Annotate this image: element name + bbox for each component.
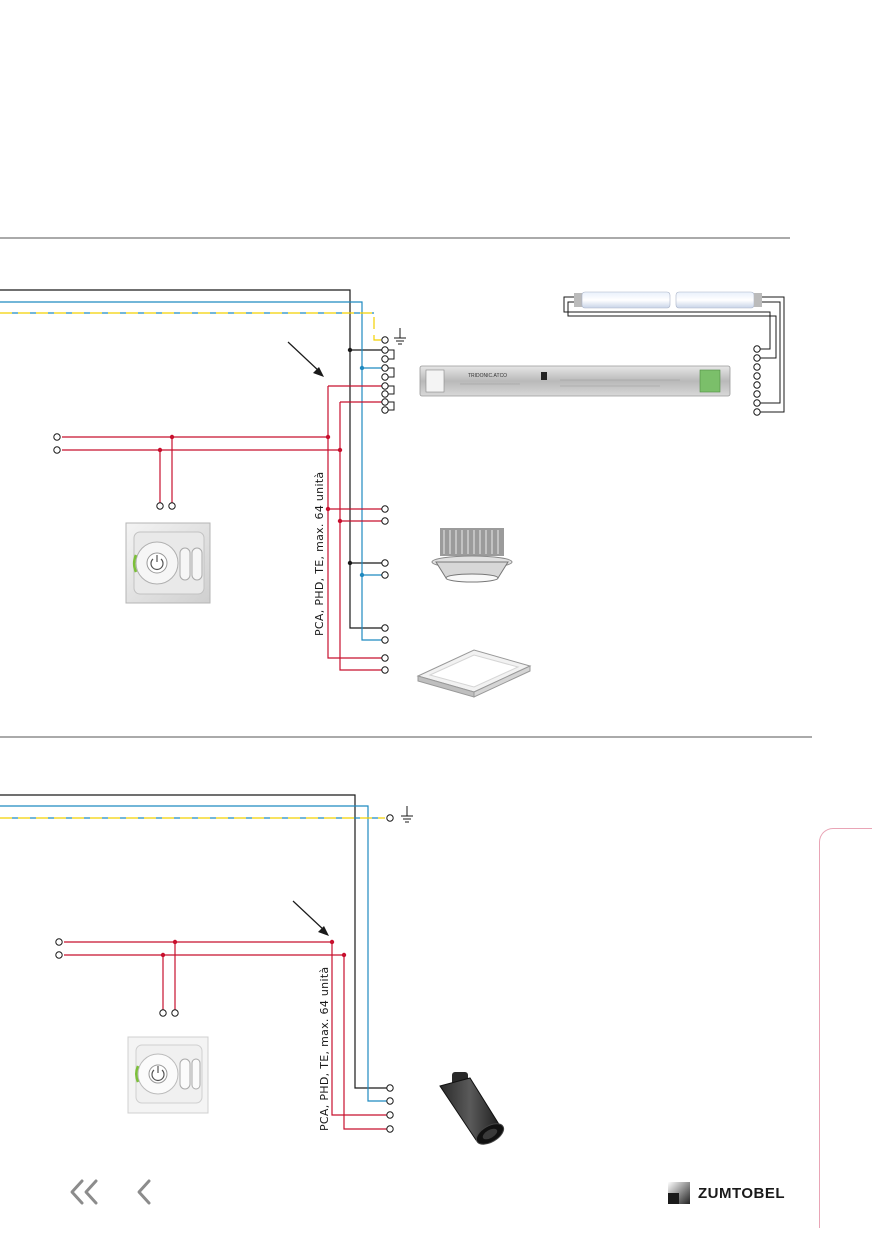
brand-name: ZUMTOBEL [698,1184,786,1202]
fluorescent-tube-image [574,291,762,309]
ballast-brand-label: TRIDONIC.ATCO [468,373,507,379]
terminal-group [55,814,394,1133]
zumtobel-logo-icon [668,1182,690,1204]
control-panel-image [125,522,211,604]
top-diagram [0,289,785,674]
arrow-icon [287,341,324,377]
arrow-icon [292,900,329,936]
bottom-diagram [0,794,413,1133]
ground-icon [394,328,406,345]
spotlight-image [439,1072,505,1145]
chevron-left-icon [137,1179,151,1205]
downlight-image [431,528,513,583]
ballast-image: TRIDONIC.ATCO [419,365,731,397]
first-page-button[interactable] [66,1176,104,1208]
double-chevron-left-icon [70,1179,98,1205]
ceiling-panel-image [416,649,532,698]
brand-logo: ZUMTOBEL [668,1180,785,1206]
control-panel-image [127,1036,209,1114]
side-tab [819,828,872,1228]
ground-icon [401,806,413,823]
power-icon [150,555,164,570]
previous-page-button[interactable] [134,1176,154,1208]
bus-label: PCA, PHD, TE, max. 64 unità [313,472,326,636]
bus-label: PCA, PHD, TE, max. 64 unità [318,967,331,1131]
power-icon [151,1066,165,1081]
